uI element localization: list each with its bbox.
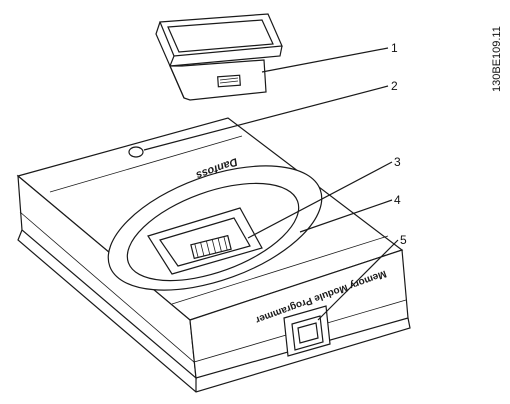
document-id: 130BE109.11 <box>491 26 503 92</box>
memory-module <box>155 13 283 101</box>
callout-4: 4 <box>394 193 401 207</box>
usb-port <box>283 305 331 357</box>
callout-3: 3 <box>394 155 401 169</box>
callout-labels: 1 2 3 4 5 <box>391 41 407 247</box>
callout-1: 1 <box>391 41 398 55</box>
callout-2: 2 <box>391 79 398 93</box>
status-led <box>128 146 144 158</box>
leader-lines <box>143 47 399 321</box>
callout-5: 5 <box>400 233 407 247</box>
programmer-base: Danfoss Memory Module Programmer <box>16 117 411 393</box>
